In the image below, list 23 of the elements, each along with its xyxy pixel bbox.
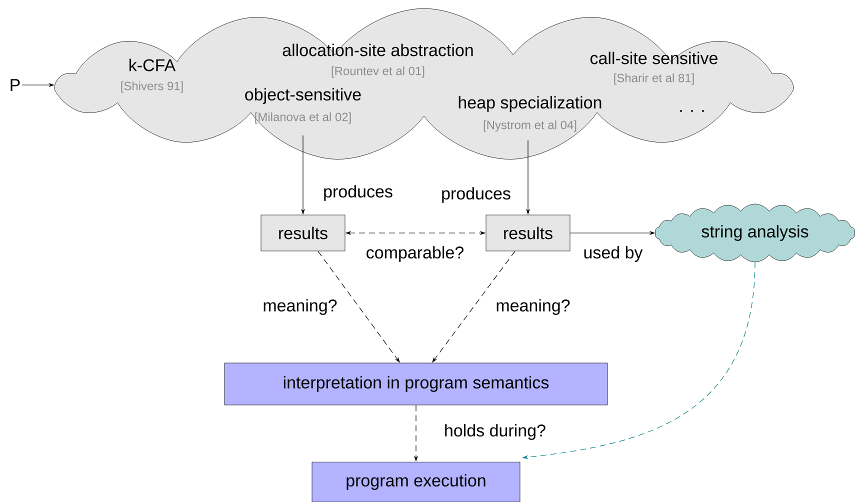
technique-label: . . . <box>680 110 704 112</box>
citation-text: [Shivers 91] <box>121 81 183 93</box>
input-label: P <box>10 79 20 91</box>
edge-label: holds during? <box>442 423 548 441</box>
citation-text: [Milanova et al 02] <box>255 112 351 124</box>
technique-label: k-CFA <box>130 58 176 72</box>
process-box: program execution <box>312 462 520 502</box>
citation-text: [Sharir et al 81] <box>614 73 694 85</box>
technique-label: object-sensitive <box>245 88 361 104</box>
process-box: interpretation in program semantics <box>224 362 608 406</box>
technique-label: heap specialization <box>458 96 602 112</box>
edge-label: meaning? <box>494 298 572 316</box>
edge-label: used by <box>582 245 644 263</box>
technique-label: allocation-site abstraction <box>282 44 473 56</box>
edge-label: produces <box>440 186 512 204</box>
technique-label: call-site sensitive <box>590 52 718 64</box>
edge-label: produces <box>322 184 394 202</box>
citation-text: [Rountev et al 01] <box>332 66 424 78</box>
results-box: results <box>486 214 570 252</box>
citation-text: [Nystrom et al 04] <box>484 120 576 132</box>
edge-label: comparable? <box>364 245 466 263</box>
results-box: results <box>260 214 346 252</box>
edge-label: meaning? <box>262 298 338 316</box>
